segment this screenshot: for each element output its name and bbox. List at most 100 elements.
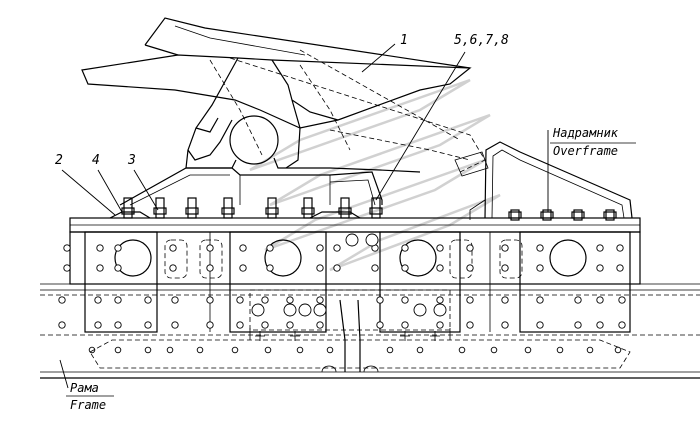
rivet [114, 296, 122, 304]
rivet [261, 296, 269, 304]
lower-gusset-plate [89, 299, 631, 373]
rivet [166, 346, 174, 354]
rivet [171, 296, 179, 304]
rivet [618, 296, 626, 304]
rivet [345, 233, 359, 247]
rivet [614, 346, 622, 354]
rivet [596, 264, 604, 272]
rivet [251, 303, 265, 317]
rivet [401, 296, 409, 304]
leader-3 [133, 169, 159, 211]
leader-lines [59, 43, 636, 397]
rivet [264, 346, 272, 354]
rivet [316, 244, 324, 252]
rivet [326, 346, 334, 354]
rivet [596, 244, 604, 252]
rivet [536, 264, 544, 272]
rivet [313, 303, 327, 317]
rivet [490, 346, 498, 354]
rivet [96, 264, 104, 272]
frame-caption-ru: Рама [70, 381, 99, 395]
rivet [316, 264, 324, 272]
rivet [386, 346, 394, 354]
rivet [466, 264, 474, 272]
cross-members [84, 231, 631, 333]
rivet [114, 264, 122, 272]
rivet [401, 244, 409, 252]
rivet [63, 244, 71, 252]
rivet [436, 244, 444, 252]
rivet [114, 346, 122, 354]
rivet [58, 296, 66, 304]
rivet [236, 296, 244, 304]
callout-5678: 5,6,7,8 [454, 33, 509, 48]
rivet [144, 296, 152, 304]
overframe-caption-en: Overframe [553, 144, 618, 158]
side-member [40, 231, 700, 379]
rivet [231, 346, 239, 354]
rivet [144, 321, 152, 329]
rivet [401, 321, 409, 329]
rivet [333, 264, 341, 272]
rivet [616, 264, 624, 272]
leader-5678 [375, 51, 466, 201]
rivet [365, 233, 379, 247]
rivet [261, 321, 269, 329]
rivet [114, 321, 122, 329]
rivet [206, 264, 214, 272]
leader-4 [97, 169, 123, 213]
leader-frame [59, 359, 69, 389]
rivet [466, 321, 474, 329]
rivet [206, 244, 214, 252]
rivet [376, 296, 384, 304]
rivet [574, 321, 582, 329]
rivet [436, 264, 444, 272]
rivet [286, 321, 294, 329]
rivet [236, 321, 244, 329]
callout-1: 1 [400, 33, 408, 48]
rivet [296, 346, 304, 354]
rivet [401, 264, 409, 272]
rivet [333, 244, 341, 252]
rivet [416, 346, 424, 354]
rivet [501, 244, 509, 252]
rivet [596, 321, 604, 329]
leader-1 [361, 43, 396, 73]
rivet [266, 244, 274, 252]
rivet [239, 244, 247, 252]
rivet [466, 244, 474, 252]
rivet [556, 346, 564, 354]
rivet [536, 296, 544, 304]
rivet [298, 303, 312, 317]
rivet [436, 321, 444, 329]
rivet [436, 296, 444, 304]
rivet [524, 346, 532, 354]
rivet [169, 264, 177, 272]
callout-3: 3 [127, 153, 136, 168]
rivet [286, 296, 294, 304]
frame-caption-en: Frame [70, 398, 106, 412]
rivet-pattern [58, 233, 626, 354]
callout-2: 2 [55, 153, 63, 168]
rivet [536, 321, 544, 329]
rivet [206, 296, 214, 304]
rivet [536, 244, 544, 252]
rivet [458, 346, 466, 354]
rivet [413, 303, 427, 317]
rivet [316, 321, 324, 329]
rivet [466, 296, 474, 304]
rivet [316, 296, 324, 304]
rivet [239, 264, 247, 272]
rivet [501, 321, 509, 329]
rivet [114, 244, 122, 252]
callout-4: 4 [92, 153, 100, 168]
rivet [433, 303, 447, 317]
overframe-bracket [469, 141, 633, 220]
fifth-wheel-coupling [81, 17, 489, 177]
rivet [144, 346, 152, 354]
mounting-bracket [119, 167, 383, 206]
rivet [171, 321, 179, 329]
rivet [196, 346, 204, 354]
